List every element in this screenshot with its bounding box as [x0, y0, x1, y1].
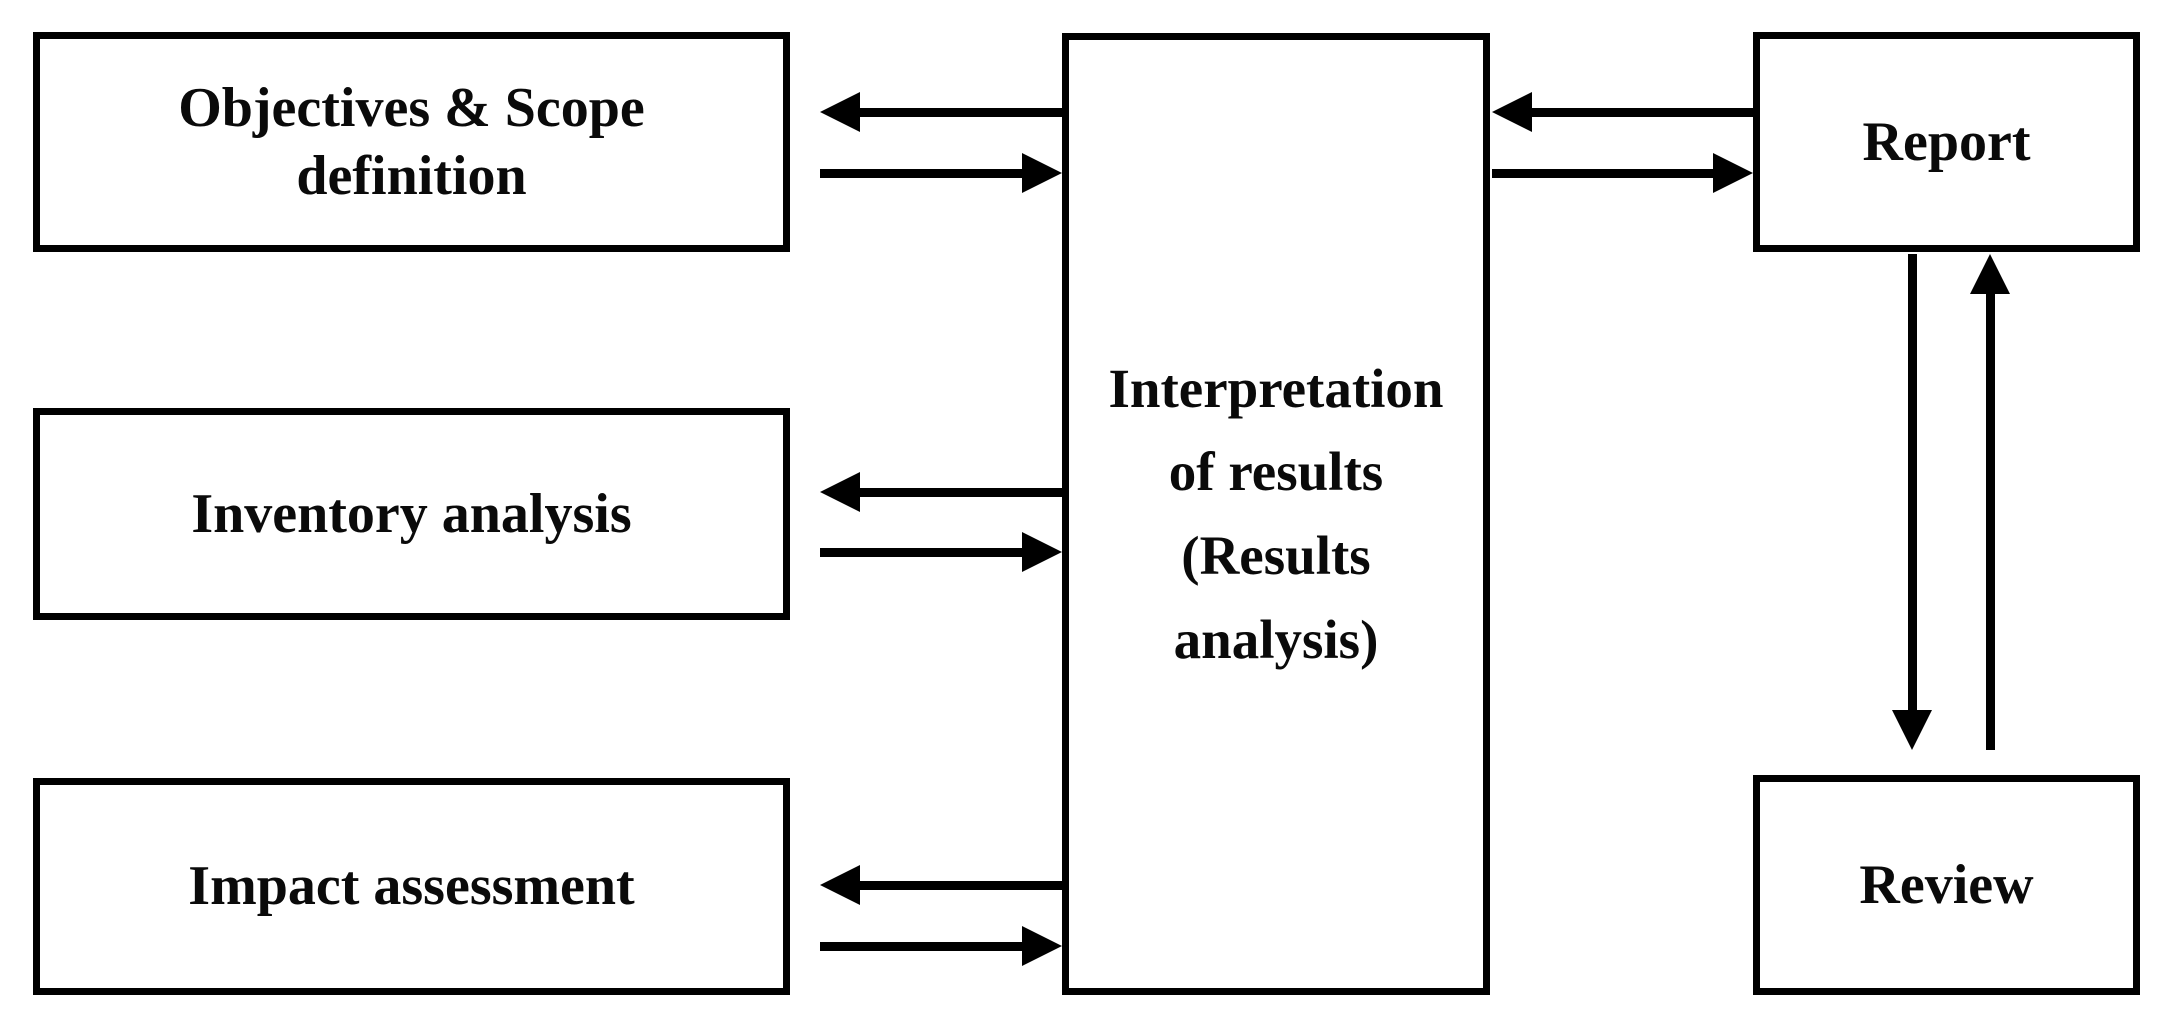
- arrow-interpretation-to-report: [1492, 152, 1753, 194]
- arrow-interpretation-to-impact: [820, 864, 1062, 906]
- node-inventory-analysis[interactable]: Inventory analysis: [33, 408, 790, 620]
- node-impact-assessment[interactable]: Impact assessment: [33, 778, 790, 995]
- node-inventory-label: Inventory analysis: [191, 482, 632, 545]
- arrow-objectives-to-interpretation: [820, 152, 1062, 194]
- node-review[interactable]: Review: [1753, 775, 2140, 995]
- node-report[interactable]: Report: [1753, 32, 2140, 252]
- node-interpretation-label: Interpretation of results (Results analy…: [1108, 357, 1444, 670]
- arrow-interpretation-to-objectives: [820, 91, 1062, 133]
- arrow-impact-to-interpretation: [820, 925, 1062, 967]
- arrow-inventory-to-interpretation: [820, 531, 1062, 573]
- node-review-label: Review: [1859, 853, 2034, 916]
- arrow-review-to-report: [1969, 254, 2011, 750]
- node-impact-label: Impact assessment: [188, 855, 635, 918]
- arrow-report-to-review: [1891, 254, 1933, 750]
- node-objectives-scope-definition[interactable]: Objectives & Scope definition: [33, 32, 790, 252]
- arrow-interpretation-to-inventory: [820, 471, 1062, 513]
- arrow-report-to-interpretation: [1492, 91, 1753, 133]
- node-objectives-label: Objectives & Scope definition: [178, 76, 645, 207]
- node-report-label: Report: [1862, 110, 2031, 173]
- node-interpretation-of-results[interactable]: Interpretation of results (Results analy…: [1062, 33, 1490, 995]
